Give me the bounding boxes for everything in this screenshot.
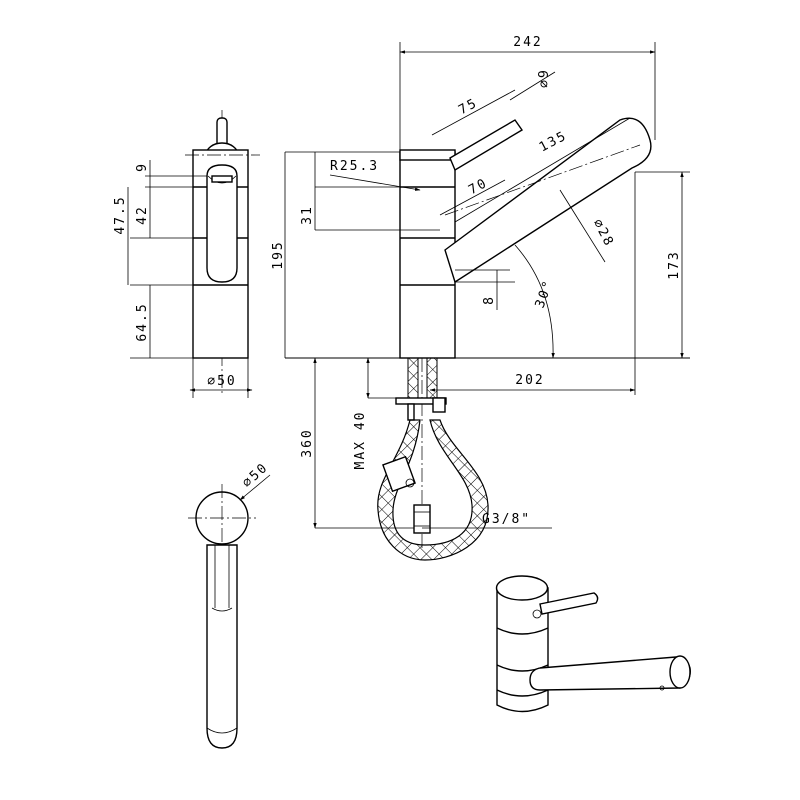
iso-spout-detail (659, 685, 665, 691)
dim-line-phi9 (509, 71, 556, 101)
fixing-plate (395, 397, 447, 405)
dim-label-195: 195 (271, 240, 286, 269)
isometric-view (495, 575, 691, 713)
dim-label-64-5: 64.5 (135, 302, 150, 341)
dim-label-phi50-top: ⌀50 (240, 460, 272, 491)
dim-arc-30deg (514, 244, 555, 359)
g3-8-fitting (413, 504, 431, 534)
shank-thread-right (426, 357, 438, 399)
side-view: 9 47.5 42 64.5 ⌀50 (113, 110, 260, 398)
iso-spout-tip (669, 655, 691, 689)
dim-label-202: 202 (515, 373, 544, 388)
under-counter-section: 360 MAX 40 G3/8" (300, 357, 552, 561)
dim-label-360: 360 (300, 428, 315, 457)
iso-lever (539, 592, 599, 615)
iso-band (496, 689, 549, 697)
top-view-spout (206, 544, 238, 749)
top-view-spout-tip (206, 727, 238, 734)
dim-label-angle-30: 30° (533, 277, 557, 310)
fixing-nut-left (407, 403, 415, 421)
dim-line-135 (454, 117, 631, 223)
dim-label-75: 75 (456, 96, 480, 118)
dim-label-phi50-front: ⌀50 (207, 374, 236, 389)
dim-label-r25-3: R25.3 (330, 159, 379, 174)
dim-label-max40: MAX 40 (353, 411, 368, 470)
iso-band (496, 664, 549, 672)
fixing-nut-right (432, 397, 446, 413)
dim-label-phi28: ⌀28 (590, 217, 617, 250)
dim-label-phi9: ⌀9 (537, 68, 552, 88)
iso-spout (529, 656, 691, 691)
dim-label-70: 70 (466, 176, 490, 198)
dim-label-42: 42 (135, 205, 150, 225)
dim-leader-phi50-top (239, 474, 271, 501)
dim-label-47-5: 47.5 (113, 195, 128, 234)
dim-line-75 (431, 89, 516, 136)
dim-label-9: 9 (135, 162, 150, 172)
hose-clip (382, 455, 416, 493)
iso-lever-pivot (532, 609, 542, 619)
top-view-lever-end (211, 607, 233, 612)
dim-leader-r25-3 (329, 174, 421, 191)
front-view-cap (399, 149, 456, 161)
side-view-spout-opening (207, 175, 237, 184)
front-view: 195 31 R25.3 242 75 ⌀9 135 70 ⌀28 173 (271, 35, 690, 395)
dim-line-70 (439, 179, 506, 216)
iso-band (496, 627, 549, 635)
dim-label-135: 135 (537, 128, 570, 155)
side-view-aerator (211, 175, 233, 183)
top-view: ⌀50 (188, 460, 272, 749)
dim-label-31: 31 (300, 205, 315, 225)
dim-label-173: 173 (667, 250, 682, 279)
spout-centerline (444, 144, 641, 216)
dim-label-8: 8 (482, 295, 497, 305)
dim-label-g3-8: G3/8" (482, 512, 531, 527)
side-view-spout (206, 164, 238, 283)
shank-thread-left (407, 357, 419, 399)
dim-line-phi28 (559, 189, 606, 263)
iso-cap-top (495, 575, 549, 601)
dim-label-242: 242 (513, 35, 542, 50)
hose-clip-screw (405, 478, 415, 488)
front-view-lever (449, 119, 524, 172)
